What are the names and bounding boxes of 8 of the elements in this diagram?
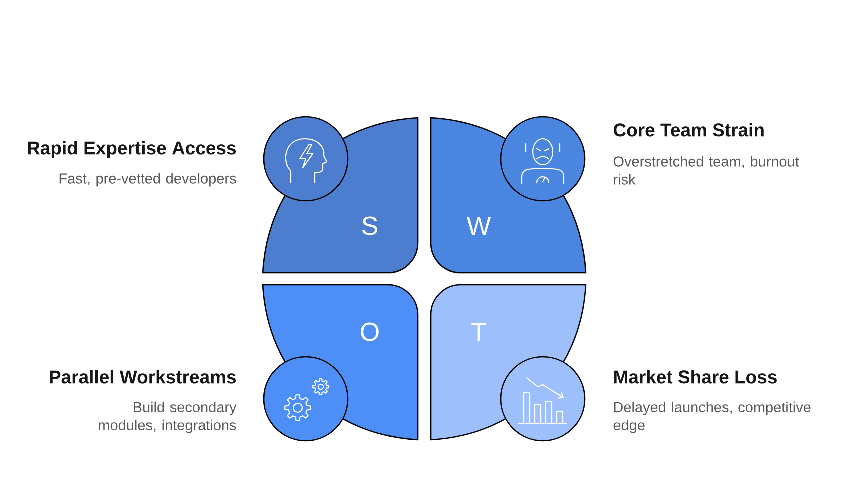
heading: Market Share Loss <box>614 370 777 384</box>
heading: Core Team Strain <box>614 123 764 137</box>
heading: Parallel Workstreams <box>50 370 236 384</box>
description: Fast, pre-vetted developers <box>60 173 236 187</box>
description: Overstretched team, burnout risk <box>614 156 800 185</box>
description: Build secondary modules, integrations <box>99 402 237 434</box>
description: Delayed launches, competitive edge <box>614 402 811 434</box>
heading: Rapid Expertise Access <box>28 141 236 158</box>
